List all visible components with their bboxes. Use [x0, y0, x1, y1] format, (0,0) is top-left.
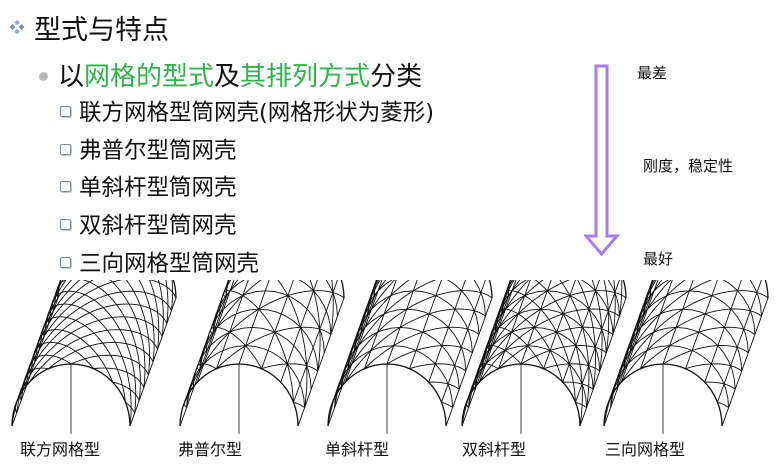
- list-item: 联方网格型筒网壳(网格形状为菱形): [60, 95, 434, 127]
- shell-label: 联方网格型: [20, 440, 101, 459]
- list-item: 三向网格型筒网壳: [60, 246, 259, 278]
- subtitle-part: 及: [214, 62, 241, 92]
- dot-bullet-icon: [39, 72, 48, 81]
- shell-foppl: [179, 280, 345, 434]
- list-item-text: 双斜杆型筒网壳: [79, 213, 237, 239]
- shell-double: [461, 280, 627, 434]
- square-bullet-icon: [60, 105, 71, 117]
- square-bullet-icon: [60, 143, 71, 155]
- slide-title: 型式与特点: [34, 15, 169, 46]
- list-item-text: 单斜杆型筒网壳: [79, 175, 237, 201]
- shell-lamella: [11, 280, 177, 434]
- subtitle-part: 以: [58, 62, 85, 92]
- shell-label: 单斜杆型: [325, 440, 390, 459]
- arrow-bottom-label: 最好: [643, 250, 674, 268]
- list-item: 弗普尔型筒网壳: [60, 133, 237, 165]
- list-item: 单斜杆型筒网壳: [60, 170, 237, 202]
- square-bullet-icon: [60, 180, 71, 192]
- shell-diagrams: [11, 280, 769, 434]
- list-item: 双斜杆型筒网壳: [60, 208, 237, 240]
- subtitle: 以网格的型式及其排列方式分类: [58, 56, 422, 93]
- list-item-text: 弗普尔型筒网壳: [79, 138, 237, 164]
- subtitle-part-highlight: 网格的型式: [84, 62, 215, 92]
- shell-label: 弗普尔型: [178, 440, 243, 459]
- shell-label: 双斜杆型: [462, 440, 527, 459]
- arrow-top-label: 最差: [637, 64, 668, 82]
- subtitle-part-highlight: 其排列方式: [240, 62, 371, 92]
- arrow-middle-label: 刚度，稳定性: [643, 157, 734, 175]
- shell-label: 三向网格型: [605, 440, 686, 459]
- shell-three: [603, 280, 769, 434]
- list-item-text: 联方网格型筒网壳(网格形状为菱形): [79, 100, 435, 126]
- list-item-text: 三向网格型筒网壳: [79, 251, 260, 277]
- subtitle-part: 分类: [370, 62, 423, 92]
- shell-single: [327, 280, 493, 434]
- down-arrow-icon: [584, 64, 620, 257]
- square-bullet-icon: [60, 256, 71, 268]
- diamond-bullet-icon: [10, 20, 24, 34]
- square-bullet-icon: [60, 218, 71, 230]
